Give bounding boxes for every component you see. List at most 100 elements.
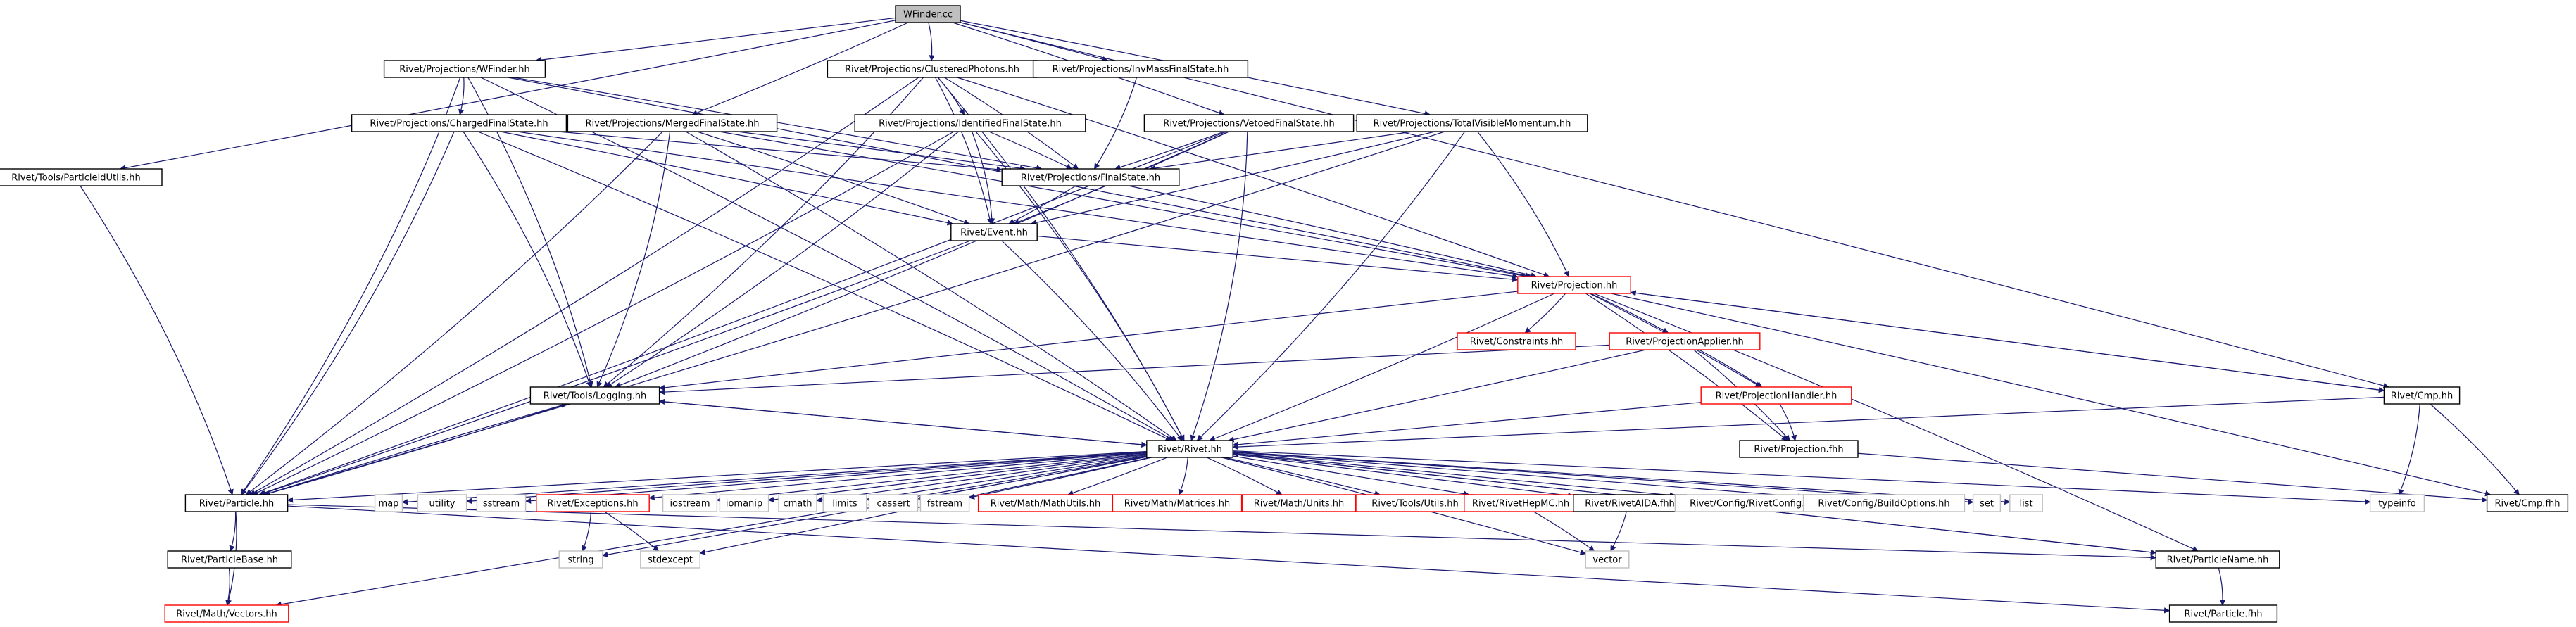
node-label: iomanip (726, 499, 762, 509)
node-std-limits[interactable]: limits (822, 494, 867, 512)
node-particle-fhh[interactable]: Rivet/Particle.fhh (2168, 604, 2278, 623)
node-vectors-hh[interactable]: Rivet/Math/Vectors.hh (164, 604, 289, 623)
edge-wfinder-cc-to-proj-clustered (928, 22, 935, 61)
edge-particle-hh-to-particlebase-hh (229, 511, 237, 552)
node-label: stdexcept (648, 555, 693, 566)
edge-proj-clustered-to-event-hh (935, 77, 993, 224)
node-box (558, 550, 603, 569)
edge-proj-merged-to-proj-finalstate (737, 131, 1026, 172)
edge-proj-wfinder-to-proj-finalstate (513, 77, 1043, 171)
node-particlename-hh[interactable]: Rivet/ParticleName.hh (2155, 550, 2280, 569)
node-cmp-hh[interactable]: Rivet/Cmp.hh (2383, 386, 2461, 405)
node-proj-merged[interactable]: Rivet/Projections/MergedFinalState.hh (567, 114, 778, 132)
node-matrices-hh[interactable]: Rivet/Math/Matrices.hh (1112, 494, 1243, 512)
node-label: Rivet/Projections/IdentifiedFinalState.h… (879, 119, 1062, 129)
node-label: vector (1592, 555, 1622, 566)
edge-tools-logging-to-particle-hh (264, 403, 567, 496)
node-std-cmath[interactable]: cmath (778, 494, 817, 512)
node-label: Rivet/Projections/TotalVisibleMomentum.h… (1374, 119, 1571, 129)
node-event-hh[interactable]: Rivet/Event.hh (950, 223, 1038, 241)
node-std-utility[interactable]: utility (417, 494, 467, 512)
node-proj-finalstate[interactable]: Rivet/Projections/FinalState.hh (1001, 168, 1180, 186)
node-box (1457, 332, 1576, 350)
node-label: Rivet/Config/RivetConfig.hh (1690, 499, 1816, 509)
node-label: typeinfo (2378, 499, 2415, 509)
node-std-cassert[interactable]: cassert (868, 494, 919, 512)
node-projapplier-hh[interactable]: Rivet/ProjectionApplier.hh (1609, 332, 1761, 350)
node-mathutils-hh[interactable]: Rivet/Math/MathUtils.hh (977, 494, 1114, 512)
node-label: Rivet/Config/BuildOptions.hh (1818, 499, 1949, 509)
node-exceptions-hh[interactable]: Rivet/Exceptions.hh (536, 494, 650, 512)
node-label: Rivet/Projections/FinalState.hh (1021, 173, 1160, 184)
edge-proj-totalvis-to-proj-finalstate (1149, 131, 1413, 172)
node-std-stdexcept[interactable]: stdexcept (640, 550, 700, 569)
edge-projhandler-hh-to-projection-fhh (1779, 403, 1797, 441)
node-box (476, 494, 527, 512)
node-proj-totalvis[interactable]: Rivet/Projections/TotalVisibleMomentum.h… (1356, 114, 1588, 132)
node-proj-wfinder[interactable]: Rivet/Projections/WFinder.hh (383, 60, 546, 78)
node-typeinfo[interactable]: typeinfo (2369, 494, 2425, 512)
node-std-vector[interactable]: vector (1585, 550, 1630, 569)
node-projhandler-hh[interactable]: Rivet/ProjectionHandler.hh (1700, 386, 1852, 405)
node-std-iostream[interactable]: iostream (662, 494, 718, 512)
node-label: Rivet/ProjectionHandler.hh (1716, 391, 1837, 402)
node-aida-fhh[interactable]: Rivet/RivetAIDA.fhh (1573, 494, 1687, 512)
node-toolsutils-hh[interactable]: Rivet/Tools/Utils.hh (1355, 494, 1475, 512)
node-cmp-fhh[interactable]: Rivet/Cmp.fhh (2486, 494, 2569, 512)
node-box (167, 550, 292, 569)
node-proj-identified[interactable]: Rivet/Projections/IdentifiedFinalState.h… (854, 114, 1086, 132)
edge-proj-identified-to-proj-finalstate (988, 131, 1073, 170)
node-label: Rivet/Math/Units.hh (1254, 499, 1345, 509)
node-box (1143, 114, 1355, 132)
node-hepmc-hh[interactable]: Rivet/RivetHepMC.hh (1464, 494, 1578, 512)
node-box (2383, 386, 2461, 405)
node-box (536, 494, 650, 512)
node-constraints-hh[interactable]: Rivet/Constraints.hh (1457, 332, 1576, 350)
node-box (351, 114, 567, 132)
node-label: Rivet/Tools/ParticleIdUtils.hh (11, 173, 141, 184)
node-proj-invmass[interactable]: Rivet/Projections/InvMassFinalState.hh (1032, 60, 1249, 78)
node-box (567, 114, 778, 132)
node-tools-pidutils[interactable]: Rivet/Tools/ParticleIdUtils.hh (0, 168, 163, 186)
node-projection-hh[interactable]: Rivet/Projection.hh (1517, 276, 1631, 294)
node-box (822, 494, 867, 512)
node-box (719, 494, 769, 512)
node-std-iomanip[interactable]: iomanip (719, 494, 769, 512)
edge-proj-clustered-to-particle-hh (249, 77, 919, 495)
node-units-hh[interactable]: Rivet/Math/Units.hh (1242, 494, 1356, 512)
node-box (977, 494, 1114, 512)
edge-proj-charged-to-proj-finalstate (557, 131, 1003, 172)
edge-rivet-hh-to-std-iostream (716, 453, 1147, 503)
node-proj-charged[interactable]: Rivet/Projections/ChargedFinalState.hh (351, 114, 567, 132)
edge-projection-hh-to-projapplier-hh (1590, 293, 1669, 334)
node-proj-vetoed[interactable]: Rivet/Projections/VetoedFinalState.hh (1143, 114, 1355, 132)
edge-proj-charged-to-event-hh (500, 131, 953, 226)
node-std-sstream[interactable]: sstream (476, 494, 527, 512)
node-proj-clustered[interactable]: Rivet/Projections/ClusteredPhotons.hh (827, 60, 1038, 78)
node-label: cmath (783, 499, 812, 509)
node-particlebase-hh[interactable]: Rivet/ParticleBase.hh (167, 550, 292, 569)
node-label: Rivet/Projections/InvMassFinalState.hh (1053, 65, 1229, 75)
node-rivet-hh[interactable]: Rivet/Rivet.hh (1146, 440, 1233, 458)
edge-aida-fhh-to-std-vector (1610, 511, 1627, 552)
edge-rivet-hh-to-buildoptions-hh (1233, 452, 1804, 500)
node-std-fstream[interactable]: fstream (919, 494, 970, 512)
node-buildoptions-hh[interactable]: Rivet/Config/BuildOptions.hh (1802, 494, 1966, 512)
node-std-map[interactable]: map (374, 494, 403, 512)
node-label: set (1980, 499, 1994, 509)
node-label: Rivet/Math/Vectors.hh (176, 609, 277, 620)
edge-proj-totalvis-to-event-hh (1030, 131, 1435, 226)
node-particle-hh[interactable]: Rivet/Particle.hh (184, 494, 289, 512)
node-std-string[interactable]: string (558, 550, 603, 569)
node-projection-fhh[interactable]: Rivet/Projection.fhh (1739, 440, 1859, 458)
node-std-list[interactable]: list (2009, 494, 2043, 512)
edge-rivet-hh-to-tools-logging (658, 398, 1147, 446)
node-label: Rivet/Cmp.hh (2391, 391, 2453, 402)
edge-proj-identified-to-tools-logging (605, 131, 959, 388)
node-label: iostream (670, 499, 710, 509)
node-wfinder-cc[interactable]: WFinder.cc (895, 5, 961, 23)
edge-rivet-hh-to-mathutils-hh (1067, 457, 1168, 496)
node-std-set[interactable]: set (1972, 494, 2002, 512)
node-tools-logging[interactable]: Rivet/Tools/Logging.hh (529, 386, 660, 405)
node-label: map (379, 499, 399, 509)
